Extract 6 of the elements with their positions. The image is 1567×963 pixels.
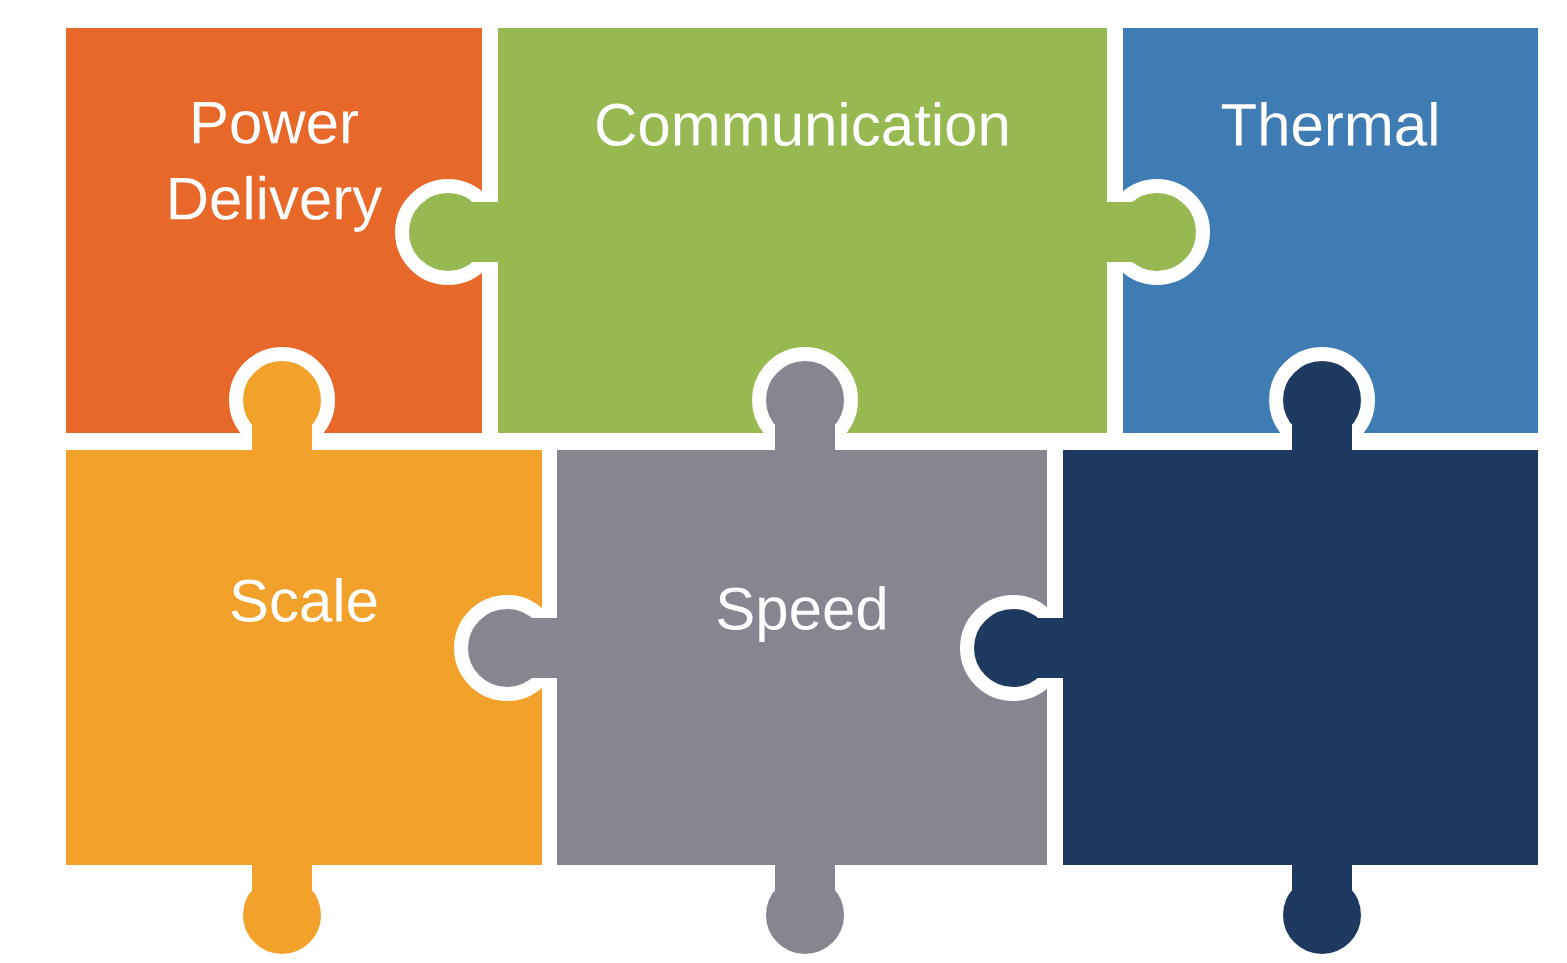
puzzle-piece: Thermal (1123, 28, 1538, 433)
puzzle-piece: Power Delivery (66, 28, 482, 433)
puzzle-piece (960, 347, 1538, 963)
puzzle-piece: Scale (66, 347, 542, 963)
puzzle-piece: Speed (454, 347, 1047, 963)
puzzle-piece: Communication (395, 28, 1210, 433)
